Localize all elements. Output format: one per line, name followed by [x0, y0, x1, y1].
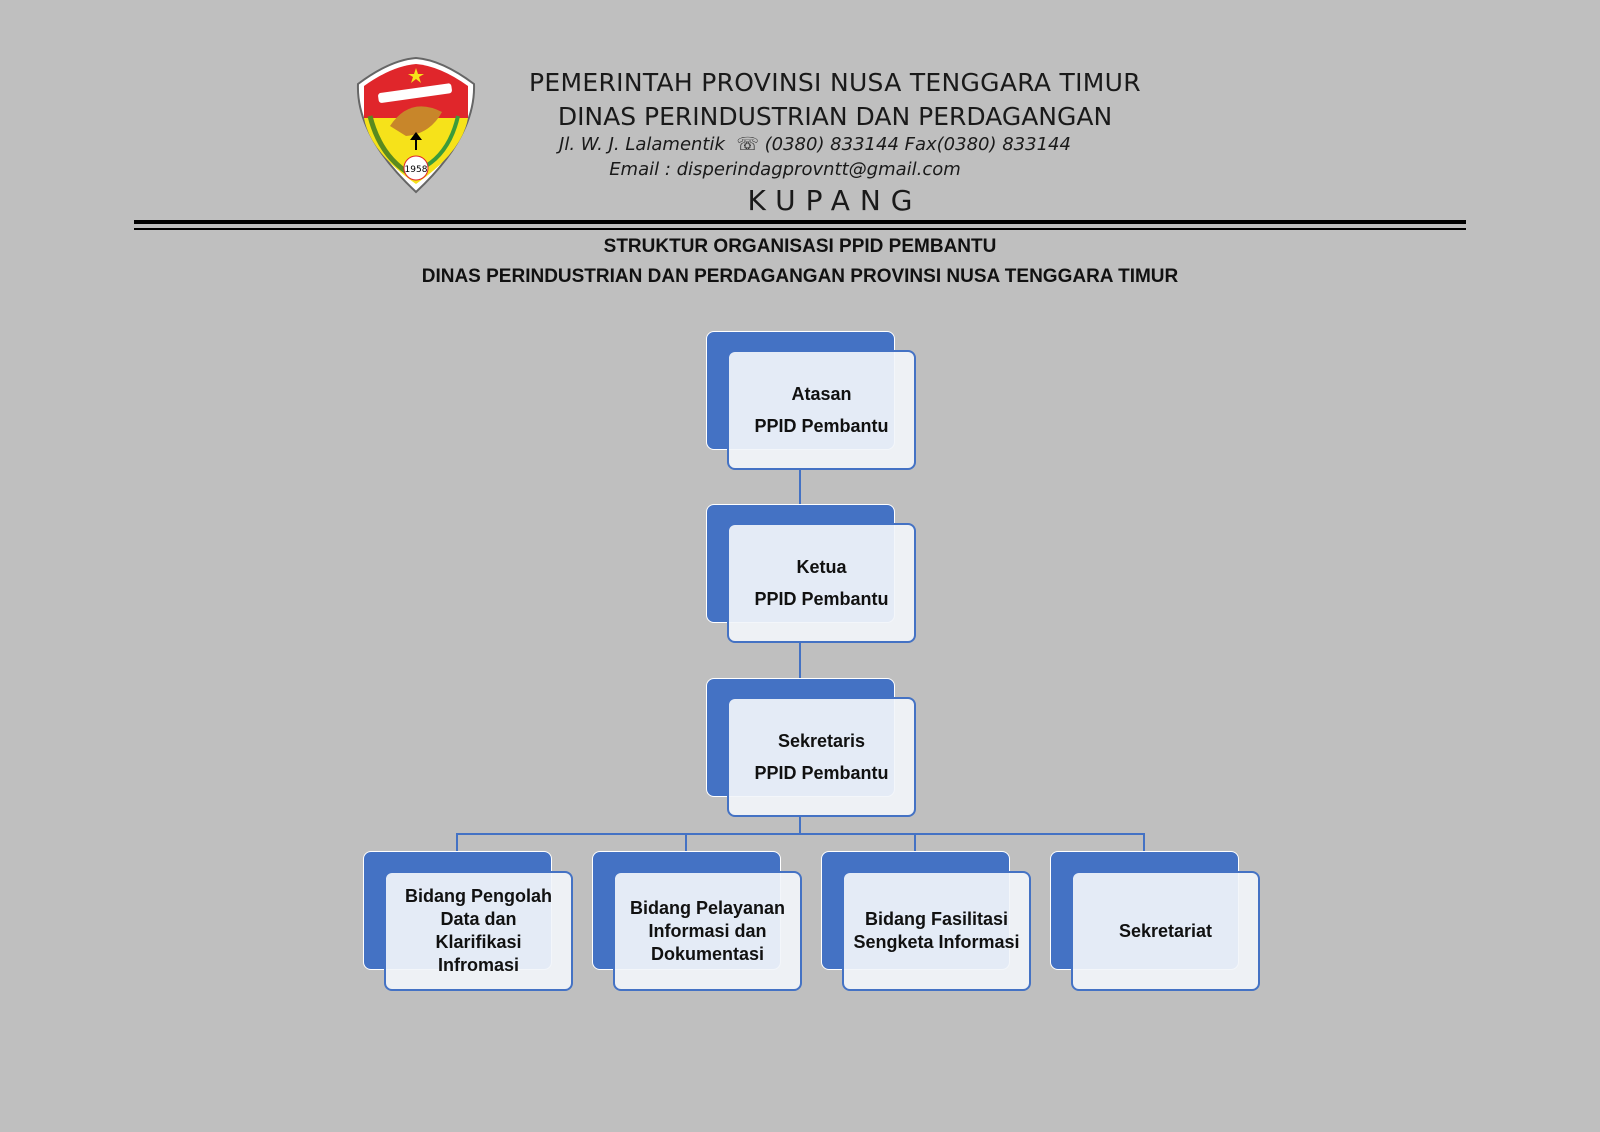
node-atasan: Atasan PPID Pembantu	[727, 350, 916, 470]
node-ketua: Ketua PPID Pembantu	[727, 523, 916, 643]
node-label: PPID Pembantu	[754, 415, 889, 436]
node-label: Sekretaris	[777, 730, 866, 751]
connector	[1143, 833, 1145, 851]
connector	[456, 833, 458, 851]
header-agency: DINAS PERINDUSTRIAN DAN PERDAGANGAN	[557, 102, 1113, 131]
provincial-logo: 1958	[350, 56, 482, 196]
header-email: Email : disperindagprovntt@gmail.com	[609, 159, 961, 180]
chart-subtitle: DINAS PERINDUSTRIAN DAN PERDAGANGAN PROV…	[421, 266, 1179, 287]
node-bidang-pengolah-data: Bidang Pengolah Data dan Klarifikasi Inf…	[384, 871, 573, 991]
node-label: Sekretariat	[1118, 920, 1213, 941]
node-label: PPID Pembantu	[754, 762, 889, 783]
node-label: Klarifikasi	[435, 932, 522, 952]
phone-icon: ☏	[730, 134, 765, 155]
node-bidang-pelayanan: Bidang Pelayanan Informasi dan Dokumenta…	[613, 871, 802, 991]
header-rule-thick	[134, 220, 1466, 224]
node-label: Bidang Pengolah	[404, 886, 552, 906]
connector	[799, 643, 801, 697]
node-label: Data dan	[440, 909, 517, 929]
phone-text: (0380) 833144 Fax(0380) 833144	[764, 134, 1071, 155]
header-address: Jl. W. J. Lalamentik ☏ (0380) 833144 Fax…	[420, 134, 1210, 155]
node-label: PPID Pembantu	[754, 588, 889, 609]
node-label: Infromasi	[437, 955, 520, 975]
node-label: Ketua	[796, 556, 847, 577]
header-government: PEMERINTAH PROVINSI NUSA TENGGARA TIMUR	[529, 68, 1141, 97]
node-label: Bidang Pelayanan	[629, 897, 786, 918]
connector-horizontal	[456, 833, 1145, 835]
connector	[799, 469, 801, 523]
connector	[799, 816, 801, 834]
node-label: Bidang Fasilitasi	[864, 909, 1009, 929]
node-label: Sengketa Informasi	[853, 932, 1020, 952]
node-bidang-fasilitasi: Bidang Fasilitasi Sengketa Informasi	[842, 871, 1031, 991]
chart-title: STRUKTUR ORGANISASI PPID PEMBANTU	[603, 236, 997, 257]
node-label: Atasan	[791, 383, 852, 404]
node-label: Informasi dan	[648, 920, 767, 941]
node-label: Dokumentasi	[650, 943, 765, 964]
header-rule-thin	[134, 228, 1466, 230]
svg-text:1958: 1958	[405, 165, 428, 175]
connector	[685, 833, 687, 851]
address-text: Jl. W. J. Lalamentik	[559, 134, 725, 155]
connector	[914, 833, 916, 851]
node-sekretariat: Sekretariat	[1071, 871, 1260, 991]
node-sekretaris: Sekretaris PPID Pembantu	[727, 697, 916, 817]
header-city: KUPANG	[747, 184, 923, 217]
